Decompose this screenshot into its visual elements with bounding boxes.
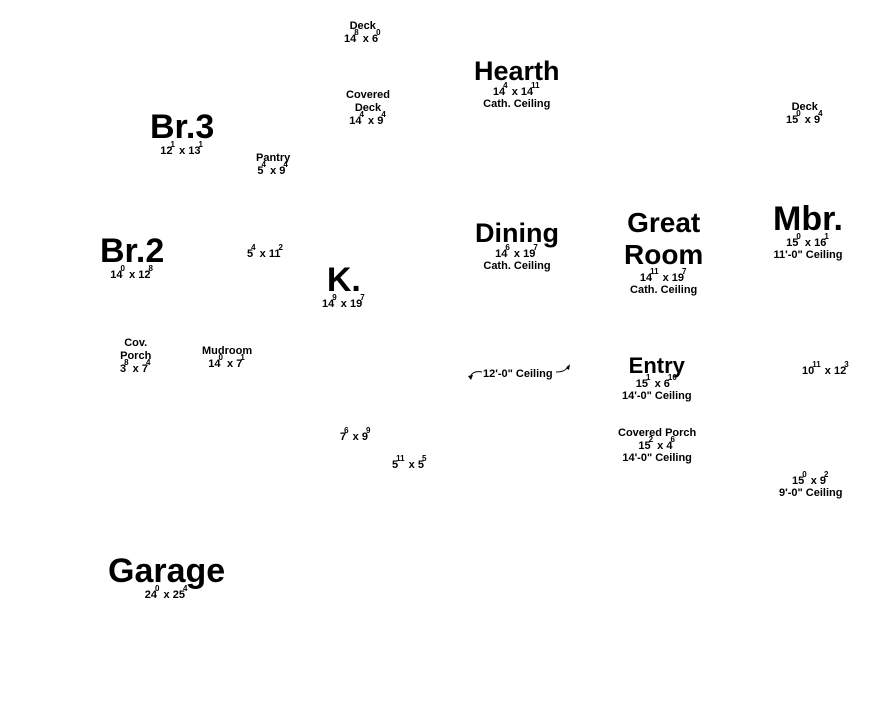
room-name: Deck (791, 101, 818, 113)
room-name-line1: Great (627, 207, 701, 238)
room-dimensions: 150 x 161 (786, 232, 829, 249)
room-dining: Dining 146 x 197 Cath. Ceiling (475, 220, 559, 272)
room-dimensions: 54 x 94 (257, 160, 288, 177)
room-name-line1: Cov. (124, 337, 148, 349)
ceiling-note: Cath. Ceiling (483, 98, 551, 110)
ceiling-note: Cath. Ceiling (630, 284, 698, 296)
room-7x9: 76 x 99 (340, 426, 371, 443)
room-dimensions: 149 x 197 (322, 293, 365, 310)
room-15x9: 150 x 92 9'-0" Ceiling (779, 470, 843, 499)
ceiling-note: 14'-0" Ceiling (622, 452, 692, 464)
room-kitchen: K. 149 x 197 (322, 263, 366, 310)
room-name-line2: Room (624, 239, 704, 270)
ceiling-note: 11'-0" Ceiling (773, 249, 843, 261)
room-dimensions: 54 x 112 (247, 243, 283, 260)
room-dimensions: 150 x 94 (786, 109, 823, 126)
room-name: Br.3 (150, 108, 215, 146)
room-name: Pantry (256, 152, 291, 164)
room-name-line1: Covered (346, 89, 391, 101)
room-name: Mbr. (773, 200, 843, 238)
room-name-line2: Deck (354, 102, 382, 114)
room-br2: Br.2 140 x 128 (100, 234, 164, 281)
room-dimensions: 144 x 1411 (492, 81, 540, 98)
room-5x5: 511 x 55 (392, 454, 427, 471)
room-name: Garage (108, 552, 226, 590)
room-name: Deck (349, 20, 376, 32)
room-dimensions: 1411 x 197 (639, 267, 687, 284)
room-closet-5x11: 54 x 112 (247, 243, 284, 260)
room-deck-right: Deck 150 x 94 (786, 102, 824, 126)
room-dimensions: 121 x 131 (160, 140, 203, 157)
room-entry: Entry 151 x 610 14'-0" Ceiling (622, 355, 692, 402)
room-hearth: Hearth 144 x 1411 Cath. Ceiling (474, 58, 560, 110)
room-dimensions: 1011 x 123 (802, 360, 849, 377)
room-name: Covered Porch (618, 427, 697, 439)
ceiling-note: 9'-0" Ceiling (779, 487, 843, 499)
room-dimensions: 76 x 99 (340, 426, 371, 443)
room-deck-top: Deck 148 x 60 (344, 21, 382, 45)
room-dimensions: 240 x 254 (144, 584, 188, 601)
room-dimensions: 511 x 55 (392, 454, 427, 471)
room-dimensions: 148 x 60 (344, 28, 381, 45)
room-dimensions: 144 x 94 (349, 110, 386, 127)
room-master-bedroom: Mbr. 150 x 161 11'-0" Ceiling (773, 202, 843, 261)
room-dimensions: 151 x 610 (635, 373, 677, 390)
hall-ceiling-note: 12'-0" Ceiling (483, 368, 553, 380)
room-dimensions: 140 x 128 (110, 264, 153, 281)
room-dimensions: 38 x 74 (120, 358, 151, 375)
room-name: K. (326, 261, 361, 299)
room-covered-deck: Covered Deck 144 x 94 (346, 90, 390, 127)
room-covered-porch: Covered Porch 152 x 46 14'-0" Ceiling (618, 428, 696, 464)
room-mudroom: Mudroom 140 x 71 (202, 346, 252, 370)
room-name: Br.2 (100, 232, 165, 270)
room-name: Hearth (474, 56, 560, 86)
room-cov-porch: Cov. Porch 38 x 74 (120, 338, 151, 375)
room-name: Dining (475, 218, 559, 248)
ceiling-leader-line (468, 364, 570, 380)
room-name: Mudroom (202, 345, 253, 357)
ceiling-note: Cath. Ceiling (483, 260, 551, 272)
room-br3: Br.3 121 x 131 (150, 110, 214, 157)
room-dimensions: 150 x 92 (791, 470, 829, 487)
room-name: Entry (628, 353, 685, 378)
room-great-room: Great Room 1411 x 197 Cath. Ceiling (624, 207, 703, 296)
room-dimensions: 140 x 71 (208, 353, 245, 370)
room-garage: Garage 240 x 254 (108, 554, 225, 601)
ceiling-note: 14'-0" Ceiling (622, 390, 692, 402)
room-dimensions: 146 x 197 (495, 243, 538, 260)
room-pantry: Pantry 54 x 94 (256, 153, 290, 177)
room-dimensions: 152 x 46 (638, 435, 675, 452)
room-name-line2: Porch (120, 350, 152, 362)
room-closet-10x12: 1011 x 123 (802, 360, 850, 377)
